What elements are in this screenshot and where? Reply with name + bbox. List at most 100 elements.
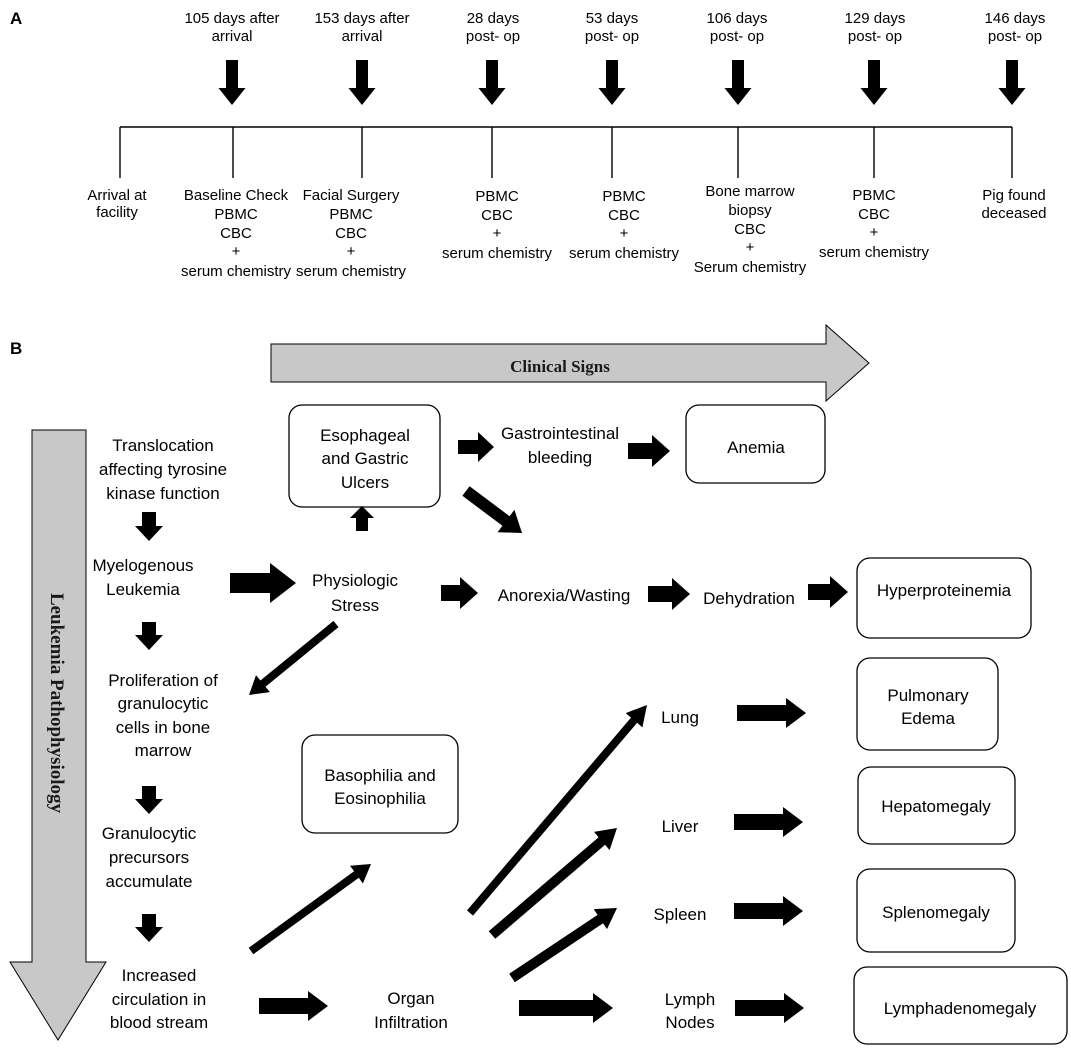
event-2-label-line-2: PBMC: [329, 206, 373, 223]
ulcers-box-label-line-2: and Gastric: [322, 449, 409, 468]
lymph-nodes-to-lymphadenomegaly-arrow: [735, 993, 804, 1023]
precursors-label-line-2: precursors: [109, 848, 189, 867]
event-1-label-line-1: Baseline Check: [184, 187, 289, 204]
leukemia-pathophysiology-label: Leukemia Pathophysiology: [46, 593, 67, 814]
event-6-down-arrow: [860, 60, 888, 105]
dehydration-to-hyperproteinemia-arrow: [808, 576, 848, 608]
lung-label: Lung: [661, 708, 699, 727]
event-3-label-line-3: +: [493, 225, 502, 242]
clinical-signs-band-arrow: [270, 323, 870, 403]
physiologic-stress-label-line-1: Physiologic: [312, 571, 398, 590]
anorexia-label: Anorexia/Wasting: [498, 586, 631, 605]
leukemia-pathophysiology-band-arrow: [9, 429, 107, 1041]
pulmonary-edema-box-label-line-2: Edema: [901, 709, 955, 728]
ulcers-box-label-line-1: Esophageal: [320, 426, 410, 445]
precursors-to-circulation-arrow: [135, 914, 163, 942]
event-6-label-line-4: serum chemistry: [819, 244, 930, 261]
hepatomegaly-box: [857, 766, 1016, 845]
event-4-time-line-2: post- op: [585, 28, 639, 45]
event-5-down-arrow: [724, 60, 752, 105]
lymph-nodes-label-line-2: Nodes: [665, 1013, 714, 1032]
pulmonary-edema-box-label-line-1: Pulmonary: [887, 686, 969, 705]
basophilia-box-label-line-1: Basophilia and: [324, 766, 436, 785]
proliferation-to-precursors-arrow: [135, 786, 163, 814]
liver-to-hepatomegaly-arrow: [734, 807, 803, 837]
translocation-label-line-2: affecting tyrosine: [99, 460, 227, 479]
event-3-down-arrow: [478, 60, 506, 105]
event-1-label-line-3: CBC: [220, 225, 252, 242]
event-7-down-arrow: [998, 60, 1026, 105]
spleen-label: Spleen: [654, 905, 707, 924]
ulcers-box: [288, 404, 441, 508]
event-6-label-line-3: +: [870, 224, 879, 241]
event-4-label-line-3: +: [620, 225, 629, 242]
myelogenous-leukemia-label-line-1: Myelogenous: [92, 556, 193, 575]
event-7-time-line-1: 146 days: [985, 10, 1046, 27]
ulcers-box-label-line-3: Ulcers: [341, 473, 389, 492]
anorexia-to-dehydration-arrow: [648, 578, 690, 610]
event-3-time-line-2: post- op: [466, 28, 520, 45]
precursors-label-line-1: Granulocytic: [102, 824, 197, 843]
event-3-label-line-2: CBC: [481, 207, 513, 224]
proliferation-label-line-4: marrow: [135, 741, 192, 760]
event-1-time-line-1: 105 days after: [184, 10, 279, 27]
circulation-label-line-3: blood stream: [110, 1013, 208, 1032]
event-1-label-line-2: PBMC: [214, 206, 258, 223]
panel-b-flowchart: B Clinical Signs Leukemia Pathophysiolog…: [9, 323, 1068, 1045]
organ-infiltration-to-lymph-nodes-arrow: [519, 993, 613, 1023]
stress-to-proliferation-arrow: [249, 620, 339, 695]
event-1-label-line-5: serum chemistry: [181, 263, 292, 280]
event-2-label-line-5: serum chemistry: [296, 263, 407, 280]
hepatomegaly-box-label: Hepatomegaly: [881, 797, 991, 816]
circulation-to-basophilia-arrow: [248, 864, 371, 955]
event-5-time-line-2: post- op: [710, 28, 764, 45]
event-5-label-line-1: Bone marrow: [705, 183, 794, 200]
event-6-label-line-2: CBC: [858, 206, 890, 223]
proliferation-label-line-3: cells in bone: [116, 718, 211, 737]
event-4-label-line-4: serum chemistry: [569, 245, 680, 262]
stress-to-ulcers-arrow: [350, 506, 374, 531]
hyperproteinemia-box: [856, 557, 1032, 639]
event-1-down-arrow: [218, 60, 246, 105]
arrival-label-line-1: Arrival at: [87, 187, 147, 204]
translocation-to-leukemia-arrow: [135, 512, 163, 541]
lymphadenomegaly-box-label: Lymphadenomegaly: [884, 999, 1037, 1018]
event-5-label-line-4: +: [746, 239, 755, 256]
basophilia-box-label-line-2: Eosinophilia: [334, 789, 426, 808]
event-3-label-line-1: PBMC: [475, 188, 519, 205]
event-2-time-line-1: 153 days after: [314, 10, 409, 27]
organ-infiltration-label-line-1: Organ: [387, 989, 434, 1008]
panel-a-timeline: A 105 days after arrival 153 days after …: [10, 9, 1047, 280]
event-2-label-line-1: Facial Surgery: [303, 187, 400, 204]
translocation-label-line-1: Translocation: [112, 436, 213, 455]
circulation-label-line-1: Increased: [122, 966, 197, 985]
anemia-box: [685, 404, 826, 484]
ulcers-to-anorexia-arrow: [462, 486, 522, 533]
event-1-time-line-2: arrival: [212, 28, 253, 45]
event-7-label-line-2: deceased: [981, 205, 1046, 222]
physiologic-stress-label-line-2: Stress: [331, 596, 379, 615]
splenomegaly-box: [856, 868, 1016, 953]
event-7-label-line-1: Pig found: [982, 187, 1045, 204]
liver-label: Liver: [662, 817, 699, 836]
event-4-time-line-1: 53 days: [586, 10, 639, 27]
splenomegaly-box-label: Splenomegaly: [882, 903, 990, 922]
lymph-nodes-label-line-1: Lymph: [665, 990, 715, 1009]
precursors-label-line-3: accumulate: [106, 872, 193, 891]
event-5-label-line-3: CBC: [734, 221, 766, 238]
event-5-label-line-2: biopsy: [728, 202, 772, 219]
spleen-to-splenomegaly-arrow: [734, 896, 803, 926]
leukemia-to-stress-arrow: [230, 563, 296, 603]
event-4-label-line-1: PBMC: [602, 188, 646, 205]
event-3-time-line-1: 28 days: [467, 10, 520, 27]
event-4-label-line-2: CBC: [608, 207, 640, 224]
event-7-time-line-2: post- op: [988, 28, 1042, 45]
anemia-box-label: Anemia: [727, 438, 785, 457]
event-6-time-line-1: 129 days: [845, 10, 906, 27]
myelogenous-leukemia-label-line-2: Leukemia: [106, 580, 180, 599]
panel-label-b: B: [10, 339, 22, 358]
clinical-signs-label: Clinical Signs: [510, 357, 610, 376]
event-2-time-line-2: arrival: [342, 28, 383, 45]
event-2-label-line-3: CBC: [335, 225, 367, 242]
